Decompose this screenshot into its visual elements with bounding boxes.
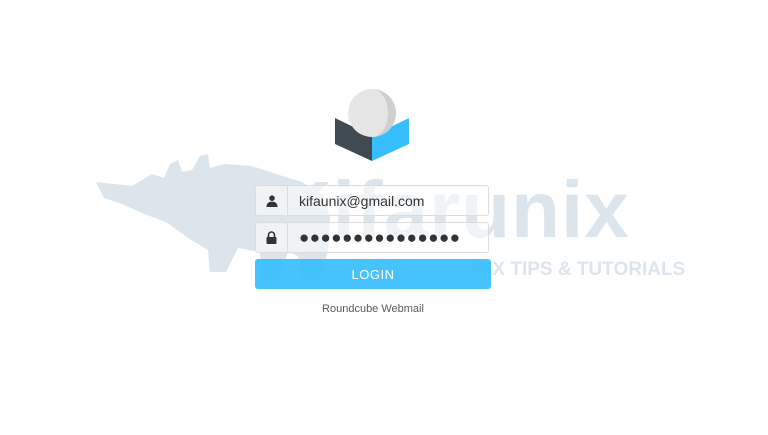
- lock-icon: [256, 223, 288, 252]
- password-mask: ●●●●●●●●●●●●●●●: [299, 228, 461, 247]
- watermark-tagline: *NIX TIPS & TUTORIALS: [466, 259, 686, 280]
- roundcube-logo-icon: [335, 89, 409, 161]
- login-form: kifaunix@gmail.com ●●●●●●●●●●●●●●● LOGIN: [255, 185, 491, 289]
- username-field[interactable]: kifaunix@gmail.com: [255, 185, 489, 216]
- password-field[interactable]: ●●●●●●●●●●●●●●●: [255, 222, 489, 253]
- password-input[interactable]: ●●●●●●●●●●●●●●●: [288, 223, 488, 252]
- product-name: Roundcube Webmail: [322, 303, 424, 315]
- login-button[interactable]: LOGIN: [255, 259, 491, 289]
- username-input[interactable]: kifaunix@gmail.com: [299, 192, 425, 209]
- user-icon: [256, 186, 288, 215]
